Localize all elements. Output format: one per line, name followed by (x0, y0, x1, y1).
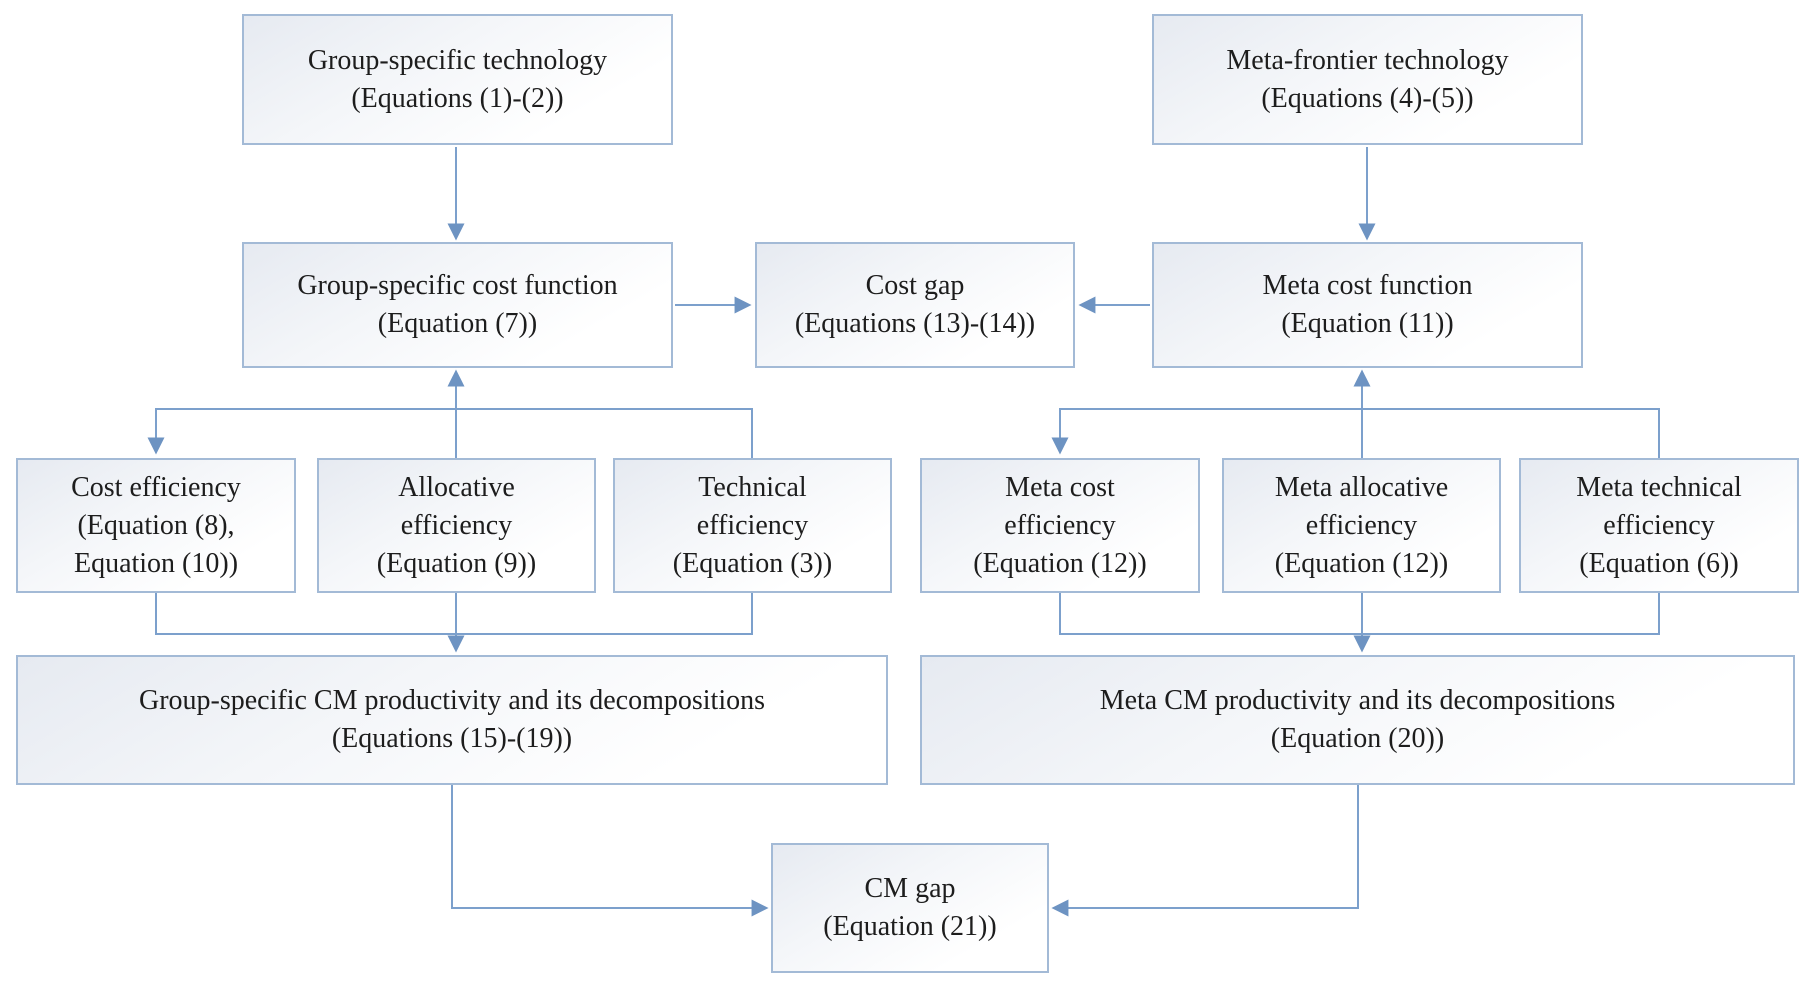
node-cm-gap: CM gap (Equation (21)) (771, 843, 1049, 973)
node-text-line: (Equations (1)-(2)) (351, 82, 564, 114)
node-text-line: (Equations (4)-(5)) (1261, 82, 1474, 114)
node-text-line: Meta cost (1005, 471, 1115, 503)
node-group-specific-cost-function: Group-specific cost function (Equation (… (242, 242, 673, 368)
node-text-line: efficiency (696, 509, 809, 541)
node-meta-cost-function: Meta cost function (Equation (11)) (1152, 242, 1583, 368)
node-text-line: Technical (698, 471, 807, 503)
node-text-line: (Equation (6)) (1579, 547, 1739, 579)
node-text-line: Group-specific cost function (297, 270, 618, 301)
node-text-line: efficiency (400, 509, 513, 541)
node-text-line: Meta CM productivity and its decompositi… (1099, 685, 1616, 716)
node-group-specific-cm-productivity: Group-specific CM productivity and its d… (16, 655, 888, 785)
node-meta-cm-productivity: Meta CM productivity and its decompositi… (920, 655, 1795, 785)
node-text-line: (Equation (9)) (376, 547, 537, 579)
node-text-line: Group-specific technology (307, 44, 608, 76)
node-text-line: Allocative (398, 471, 515, 503)
node-text-line: Meta technical (1576, 471, 1742, 503)
node-text-line: (Equations (13)-(14)) (794, 308, 1036, 339)
node-text-line: Cost gap (865, 270, 965, 301)
node-text-line: (Equation (3)) (672, 547, 833, 579)
node-text-line: efficiency (1603, 509, 1715, 541)
node-cost-gap: Cost gap (Equations (13)-(14)) (755, 242, 1075, 368)
node-meta-technical-efficiency: Meta technical efficiency (Equation (6)) (1519, 458, 1799, 593)
node-text-line: (Equation (12)) (1274, 547, 1449, 579)
node-text-line: (Equation (20)) (1270, 723, 1445, 754)
node-text-line: (Equation (8), (77, 509, 235, 541)
node-technical-efficiency: Technical efficiency (Equation (3)) (613, 458, 892, 593)
arrow-meta-cm-to-cm-gap (1051, 785, 1359, 917)
node-text-line: (Equations (15)-(19)) (331, 723, 573, 754)
node-text-line: efficiency (1004, 509, 1116, 541)
node-text-line: Meta-frontier technology (1226, 44, 1509, 76)
node-text-line: (Equation (21)) (823, 911, 997, 942)
node-text-line: CM gap (864, 873, 956, 904)
node-text-line: Meta allocative (1274, 471, 1449, 503)
node-text-line: (Equation (12)) (973, 547, 1147, 579)
node-meta-frontier-technology: Meta-frontier technology (Equations (4)-… (1152, 14, 1583, 145)
node-text-line: Group-specific CM productivity and its d… (138, 685, 766, 716)
node-text-line: Equation (10)) (73, 547, 239, 579)
node-meta-cost-efficiency: Meta cost efficiency (Equation (12)) (920, 458, 1200, 593)
node-text-line: Meta cost function (1262, 270, 1473, 301)
node-allocative-efficiency: Allocative efficiency (Equation (9)) (317, 458, 596, 593)
node-group-specific-technology: Group-specific technology (Equations (1)… (242, 14, 673, 145)
node-text-line: Cost efficiency (71, 471, 241, 503)
node-text-line: efficiency (1305, 509, 1418, 541)
node-text-line: (Equation (11)) (1281, 308, 1454, 339)
node-cost-efficiency: Cost efficiency (Equation (8), Equation … (16, 458, 296, 593)
node-text-line: (Equation (7)) (377, 308, 538, 339)
arrow-gs-cm-to-cm-gap (451, 785, 769, 917)
node-meta-allocative-efficiency: Meta allocative efficiency (Equation (12… (1222, 458, 1501, 593)
